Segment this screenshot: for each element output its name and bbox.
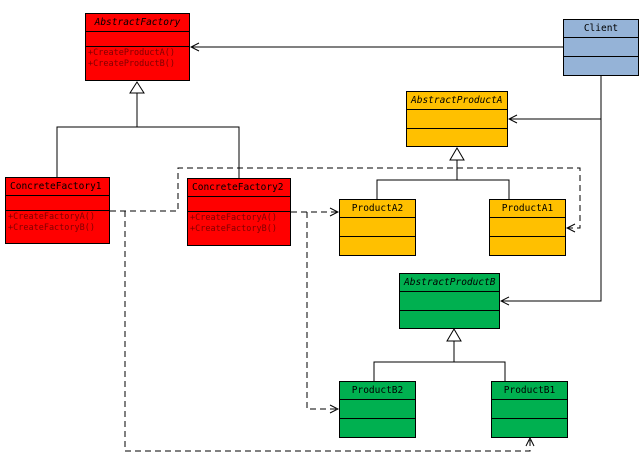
edge-inherit-concrete-factories [56, 93, 240, 178]
class-attributes [340, 218, 415, 237]
class-name: ProductB1 [492, 382, 567, 400]
class-attributes [188, 197, 290, 212]
class-attributes [340, 400, 415, 419]
class-name: ConcreteFactory2 [188, 179, 290, 197]
class-attributes [6, 196, 109, 211]
inheritance-triangle-factory [129, 81, 145, 94]
class-abstract-product-a[interactable]: AbstractProductA [406, 91, 508, 147]
class-name: ProductB2 [340, 382, 415, 400]
operation: +CreateFactoryB() [190, 224, 277, 234]
edge-dep-factory2-product-b2 [306, 212, 338, 409]
edge-dep-factory1-product-a1 [110, 167, 581, 228]
class-operations: +CreateFactoryA() +CreateFactoryB() [188, 212, 290, 236]
class-operations [340, 237, 415, 252]
operation: +CreateFactoryB() [8, 223, 95, 233]
edge-inherit-products-b [373, 341, 506, 381]
class-name: Client [564, 20, 638, 38]
class-attributes [564, 38, 638, 57]
class-attributes [86, 32, 189, 47]
edge-client-abstract-product-a [509, 76, 602, 119]
class-abstract-product-b[interactable]: AbstractProductB [399, 273, 500, 329]
class-name: ProductA2 [340, 200, 415, 218]
class-operations [564, 57, 638, 72]
class-operations [490, 237, 565, 252]
operation: +CreateFactoryA() [8, 212, 95, 222]
inheritance-triangle-product-a [449, 147, 465, 161]
class-product-a1[interactable]: ProductA1 [489, 199, 566, 256]
class-operations: +CreateProductA() +CreateProductB() [86, 47, 189, 71]
class-abstract-factory[interactable]: AbstractFactory +CreateProductA() +Creat… [85, 13, 190, 81]
class-client[interactable]: Client [563, 19, 639, 76]
class-attributes [492, 400, 567, 419]
class-name: ConcreteFactory1 [6, 178, 109, 196]
class-concrete-factory-1[interactable]: ConcreteFactory1 +CreateFactoryA() +Crea… [5, 177, 110, 244]
class-operations [400, 311, 499, 326]
operation: +CreateProductA() [88, 48, 175, 58]
class-product-a2[interactable]: ProductA2 [339, 199, 416, 256]
edge-inherit-products-a [376, 160, 510, 199]
class-attributes [407, 110, 507, 129]
operation: +CreateFactoryA() [190, 213, 277, 223]
class-product-b1[interactable]: ProductB1 [491, 381, 568, 438]
class-operations [492, 419, 567, 434]
class-operations: +CreateFactoryA() +CreateFactoryB() [6, 211, 109, 235]
class-attributes [400, 292, 499, 311]
class-name: AbstractProductB [400, 274, 499, 292]
class-name: AbstractProductA [407, 92, 507, 110]
class-name: ProductA1 [490, 200, 565, 218]
edge-client-abstract-product-b [501, 119, 602, 301]
class-concrete-factory-2[interactable]: ConcreteFactory2 +CreateFactoryA() +Crea… [187, 178, 291, 246]
inheritance-triangle-product-b [446, 328, 462, 342]
operation: +CreateProductB() [88, 59, 175, 69]
class-operations [407, 129, 507, 144]
edge-dep-factory1-product-b1 [124, 211, 530, 452]
class-attributes [490, 218, 565, 237]
class-name: AbstractFactory [86, 14, 189, 32]
class-product-b2[interactable]: ProductB2 [339, 381, 416, 438]
class-operations [340, 419, 415, 434]
